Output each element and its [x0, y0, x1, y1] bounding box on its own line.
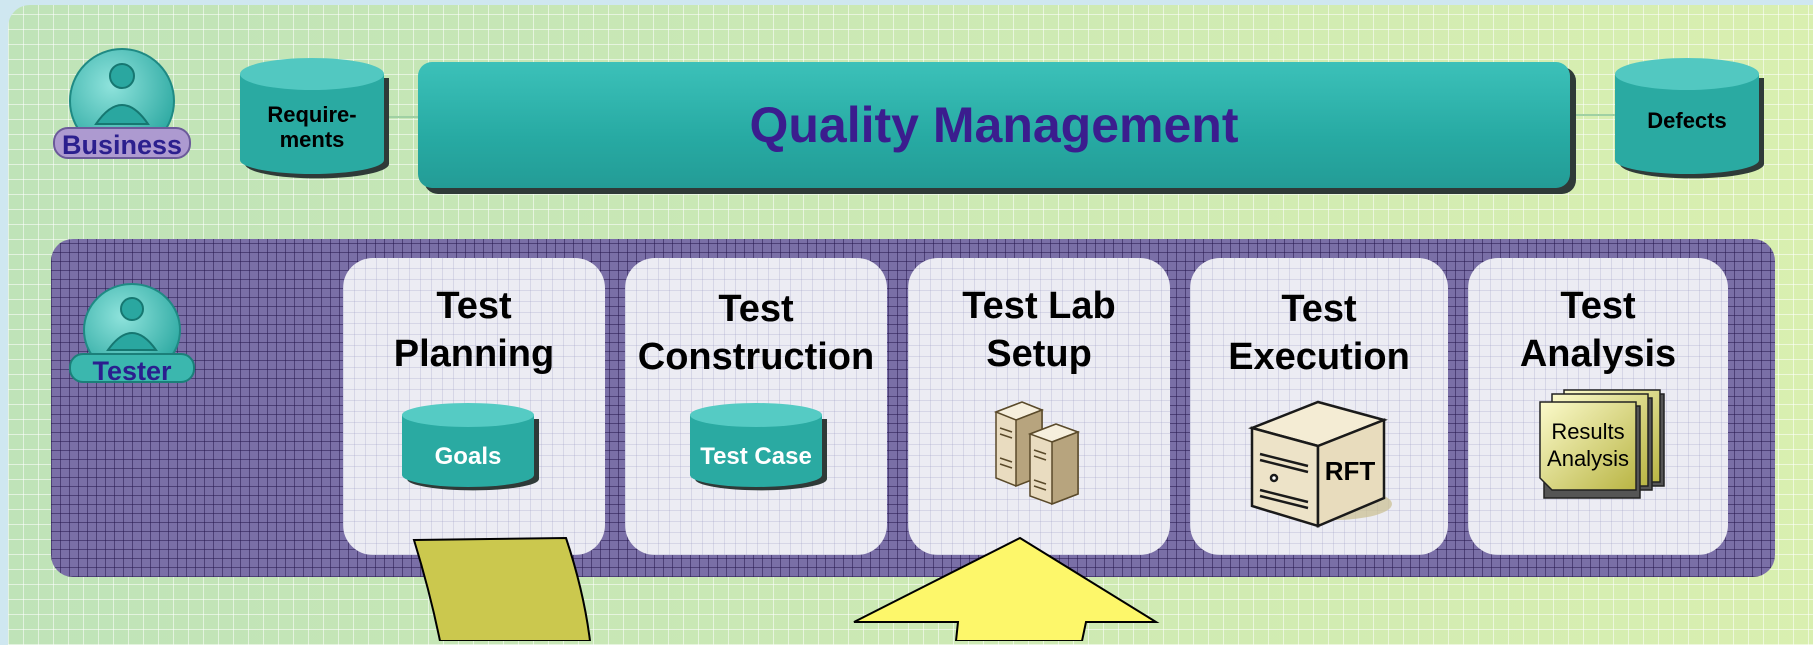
stage-title: Test Lab Setup	[962, 285, 1116, 375]
stage-title: Test Planning	[393, 285, 555, 375]
goals-cylinder: Goals	[401, 403, 541, 493]
results-analysis-label: Results Analysis	[1547, 419, 1629, 471]
requirements-cylinder: Require- ments	[239, 56, 391, 182]
stage-card-test-analysis: Test Analysis	[1468, 258, 1728, 555]
olive-curved-arrow	[412, 536, 592, 641]
business-label: Business	[61, 130, 183, 160]
servers-icon	[992, 398, 1092, 506]
stage-card-test-planning: Test Planning	[343, 258, 605, 555]
connector-line-left	[388, 116, 420, 118]
business-person-icon: Business	[52, 46, 192, 168]
defects-label: Defects	[1647, 108, 1727, 133]
yellow-up-arrow	[853, 536, 1160, 641]
quality-management-banner: Quality Management	[418, 62, 1570, 188]
test-case-cylinder: Test Case	[689, 403, 829, 493]
tester-label: Tester	[92, 356, 172, 386]
stage-card-test-construction: Test Construction	[625, 258, 887, 555]
tester-person-icon: Tester	[66, 282, 198, 390]
rft-computer-icon: RFT	[1248, 398, 1398, 528]
requirements-label: Require- ments	[267, 102, 357, 153]
rft-label: RFT	[1324, 456, 1376, 486]
stage-card-test-lab-setup: Test Lab Setup	[908, 258, 1170, 555]
results-analysis-icon: Results Analysis	[1538, 388, 1668, 500]
quality-management-title: Quality Management	[749, 97, 1239, 153]
connector-line-right	[1570, 114, 1616, 116]
stage-title: Test Execution	[1228, 288, 1410, 378]
test-case-label: Test Case	[700, 443, 812, 470]
stage-title: Test Construction	[637, 288, 875, 378]
goals-label: Goals	[434, 443, 502, 470]
stage-title: Test Analysis	[1519, 285, 1677, 375]
defects-cylinder: Defects	[1614, 56, 1766, 182]
